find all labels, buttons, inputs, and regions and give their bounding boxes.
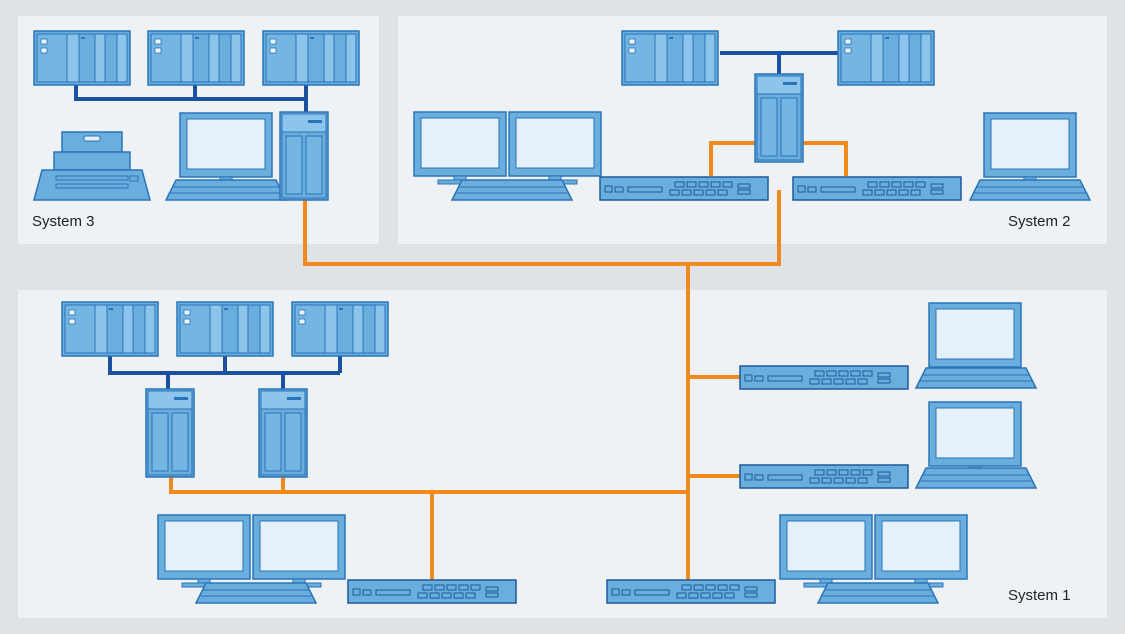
- keyboard-icon: [817, 582, 939, 604]
- server-tower-icon: [279, 111, 329, 201]
- server-tower-icon: [754, 73, 804, 163]
- keyboard-icon: [165, 179, 287, 201]
- keyboard-icon: [969, 179, 1091, 201]
- monitor-icon: [928, 401, 1022, 475]
- plc-rack-icon: [291, 301, 389, 357]
- monitor-icon: [157, 514, 251, 588]
- keyboard-icon: [915, 467, 1037, 489]
- server-tower-icon: [258, 388, 308, 478]
- monitor-icon: [179, 112, 273, 186]
- network-switch-icon: [739, 464, 909, 489]
- plc-rack-icon: [61, 301, 159, 357]
- monitor-icon: [413, 111, 507, 185]
- monitor-icon: [874, 514, 968, 588]
- monitor-icon: [779, 514, 873, 588]
- fieldbus-network: [74, 51, 838, 389]
- network-switch-icon: [347, 579, 517, 604]
- monitor-icon: [983, 112, 1077, 186]
- plc-rack-icon: [837, 30, 935, 86]
- network-switch-icon: [599, 176, 769, 201]
- plc-rack-icon: [33, 30, 131, 86]
- keyboard-icon: [195, 582, 317, 604]
- network-switch-icon: [739, 365, 909, 390]
- plc-rack-icon: [621, 30, 719, 86]
- ethernet-network: [169, 141, 848, 580]
- keyboard-icon: [915, 367, 1037, 389]
- monitor-icon: [928, 302, 1022, 376]
- plc-rack-icon: [262, 30, 360, 86]
- system-1-label: System 1: [1008, 587, 1071, 604]
- server-tower-icon: [145, 388, 195, 478]
- network-switch-icon: [792, 176, 962, 201]
- system-2-label: System 2: [1008, 213, 1071, 230]
- plc-rack-icon: [147, 30, 245, 86]
- plc-rack-icon: [176, 301, 274, 357]
- network-switch-icon: [606, 579, 776, 604]
- keyboard-icon: [451, 179, 573, 201]
- monitor-icon: [252, 514, 346, 588]
- system-3-label: System 3: [32, 213, 95, 230]
- monitor-icon: [508, 111, 602, 185]
